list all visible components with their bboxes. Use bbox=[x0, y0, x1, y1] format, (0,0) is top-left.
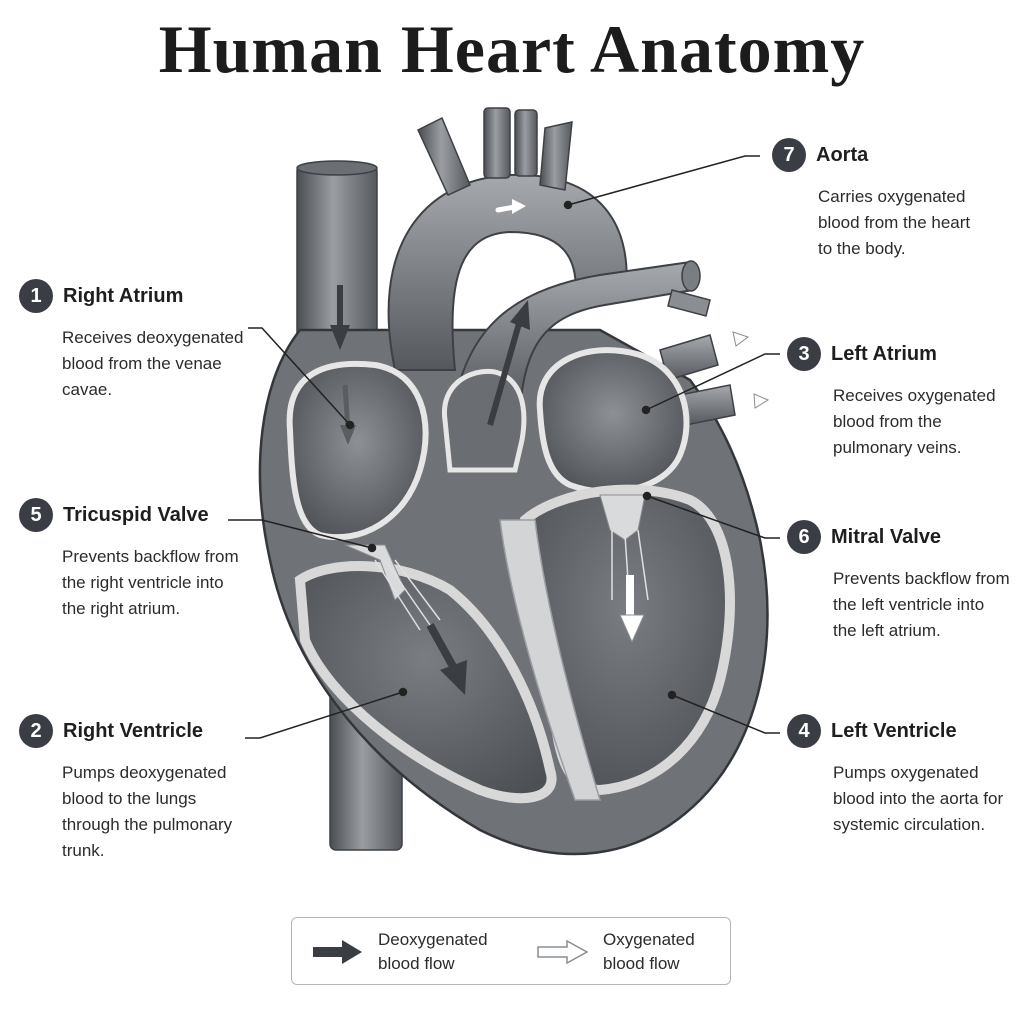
legend-label-deoxygenated: Deoxygenated blood flow bbox=[378, 930, 488, 973]
label-left-ventricle: 4 Left Ventricle Pumps oxygenated blood … bbox=[787, 714, 1017, 838]
interventricular-septum bbox=[499, 519, 602, 801]
label-desc-left-atrium: Receives oxygenated blood from the pulmo… bbox=[833, 386, 996, 457]
legend: Deoxygenated blood flow Oxygenated blood… bbox=[291, 917, 731, 985]
label-name-right-ventricle: Right Ventricle bbox=[63, 719, 204, 742]
label-right-ventricle: 2 Right Ventricle Pumps deoxygenated blo… bbox=[19, 714, 249, 864]
label-name-left-atrium: Left Atrium bbox=[831, 342, 937, 365]
label-desc-mitral-valve: Prevents backflow from the left ventricl… bbox=[833, 569, 1010, 640]
oxygenated-flow-arrows bbox=[619, 331, 770, 644]
badge-right-ventricle: 2 bbox=[19, 714, 53, 748]
label-right-atrium: 1 Right Atrium Receives deoxygenated blo… bbox=[19, 279, 259, 403]
label-name-right-atrium: Right Atrium bbox=[63, 284, 184, 307]
pulmonary-valve-region bbox=[442, 368, 527, 473]
leader-aorta bbox=[567, 155, 760, 206]
label-aorta: 7 Aorta Carries oxygenated blood from th… bbox=[772, 138, 1002, 262]
leader-lines bbox=[228, 155, 780, 739]
label-mitral-valve: 6 Mitral Valve Prevents backflow from th… bbox=[787, 520, 1017, 644]
deoxygenated-arrow-icon bbox=[313, 940, 362, 964]
pulmonary-trunk bbox=[453, 260, 711, 412]
badge-aorta: 7 bbox=[772, 138, 806, 172]
leader-left-atrium bbox=[645, 353, 780, 411]
leader-right-ventricle bbox=[245, 691, 404, 739]
label-name-aorta: Aorta bbox=[816, 143, 869, 166]
legend-item-oxygenated: Oxygenated blood flow bbox=[537, 928, 695, 976]
label-name-left-ventricle: Left Ventricle bbox=[831, 719, 957, 742]
leader-left-ventricle bbox=[671, 694, 780, 734]
right-atrium-chamber bbox=[286, 360, 429, 541]
pulmonary-veins bbox=[659, 334, 736, 426]
oxygenated-arrow-icon bbox=[537, 939, 589, 965]
tricuspid-valve bbox=[344, 544, 441, 631]
right-ventricle-chamber bbox=[294, 561, 557, 804]
badge-mitral-valve: 6 bbox=[787, 520, 821, 554]
badge-left-atrium: 3 bbox=[787, 337, 821, 371]
label-tricuspid-valve: 5 Tricuspid Valve Prevents backflow from… bbox=[19, 498, 249, 622]
label-desc-tricuspid-valve: Prevents backflow from the right ventric… bbox=[62, 547, 239, 618]
leader-tricuspid-valve bbox=[228, 519, 373, 549]
aorta-arch bbox=[387, 107, 628, 371]
label-desc-right-ventricle: Pumps deoxygenated blood to the lungs th… bbox=[62, 763, 233, 860]
label-left-atrium: 3 Left Atrium Receives oxygenated blood … bbox=[787, 337, 1012, 461]
label-desc-left-ventricle: Pumps oxygenated blood into the aorta fo… bbox=[833, 763, 1004, 834]
leader-right-atrium bbox=[248, 327, 351, 426]
badge-right-atrium: 1 bbox=[19, 279, 53, 313]
label-name-mitral-valve: Mitral Valve bbox=[831, 525, 942, 548]
badge-tricuspid-valve: 5 bbox=[19, 498, 53, 532]
deoxygenated-flow-arrows bbox=[330, 285, 530, 695]
label-desc-right-atrium: Receives deoxygenated blood from the ven… bbox=[62, 328, 244, 399]
leader-mitral-valve bbox=[646, 495, 780, 539]
diagram-title: Human Heart Anatomy bbox=[158, 11, 866, 87]
legend-item-deoxygenated: Deoxygenated blood flow bbox=[312, 928, 488, 976]
label-desc-aorta: Carries oxygenated blood from the heart … bbox=[818, 187, 971, 258]
badge-left-ventricle: 4 bbox=[787, 714, 821, 748]
mitral-valve bbox=[599, 494, 649, 611]
legend-label-oxygenated: Oxygenated blood flow bbox=[603, 930, 695, 973]
label-name-tricuspid-valve: Tricuspid Valve bbox=[63, 503, 209, 526]
left-atrium-chamber bbox=[536, 347, 690, 495]
